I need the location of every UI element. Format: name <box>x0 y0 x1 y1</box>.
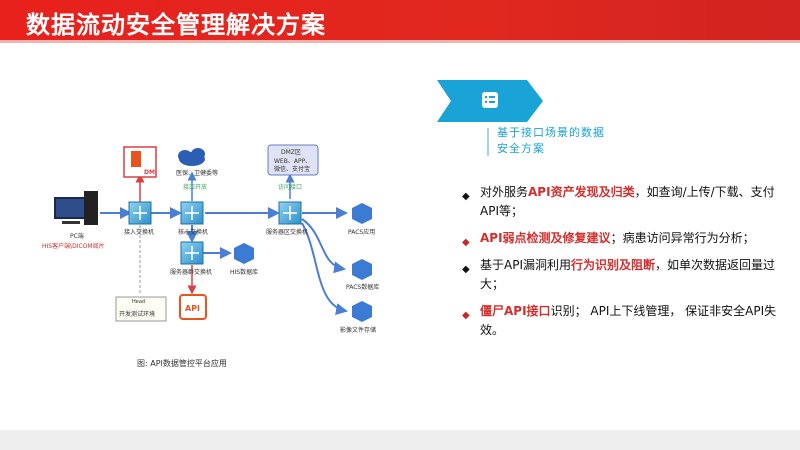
cloud-icon <box>178 148 205 166</box>
dmz-line1: WEB、APP、 <box>274 158 312 165</box>
cloud-label: 医保、卫健委等 <box>176 170 219 177</box>
bullet-highlight: API资产发现及归类 <box>528 185 635 199</box>
bullet-text: 对外服务 <box>480 185 529 199</box>
diamond-bullet-icon: ◆ <box>462 264 470 275</box>
api-gateway-icon <box>179 294 207 320</box>
pacs-app-label: PACS应用 <box>348 229 376 236</box>
server-switch-label: 服务器区交换机 <box>266 229 309 236</box>
tag-core: 接口开放 <box>183 184 208 191</box>
pc-icon <box>54 191 98 225</box>
diamond-bullet-icon: ◆ <box>462 191 470 202</box>
core-switch-icon <box>180 201 204 225</box>
page-title: 数据流动安全管理解决方案 <box>26 11 326 39</box>
diamond-bullet-icon: ◆ <box>462 310 470 321</box>
database-icon <box>123 146 157 178</box>
diamond-bullet-icon: ◆ <box>462 237 470 248</box>
dev-env-box <box>115 296 167 322</box>
tag-dmz: 访问接口 <box>278 184 303 191</box>
subtitle-bar <box>487 128 489 156</box>
storage-icon <box>352 301 372 322</box>
solution-subtitle: 基于接口场景的数据 安全方案 <box>497 125 605 157</box>
dmz-line2: 微信、支付宝 <box>274 166 311 173</box>
bullet-list: ◆ 对外服务API资产发现及归类，如查询/上传/下载、支付API等； ◆ API… <box>462 183 782 348</box>
access-switch-label: 接入交换机 <box>124 229 155 236</box>
app-switch-label: 服务器群交换机 <box>170 269 213 276</box>
his-db-icon <box>234 243 254 264</box>
network-diagram: PC端 HIS客户端\DICOM阅片 接入交换机 DM 核心交换机 医保、卫健委… <box>40 135 420 345</box>
gateway-label: API <box>185 304 201 313</box>
bullet-item: ◆ 基于API漏洞利用行为识别及阻断，如单次数据返回量过大； <box>462 256 782 294</box>
dmz-title: DMZ区 <box>281 149 301 156</box>
bullet-text: ；病患访问异常行为分析； <box>610 231 755 245</box>
diagram-caption: 图: API数据管控平台应用 <box>137 359 227 368</box>
pacs-db-label: PACS数据库 <box>346 284 380 291</box>
bullet-text: 基于API漏洞利用 <box>480 258 571 272</box>
bullet-highlight: 僵尸API接口 <box>480 304 551 318</box>
bullet-highlight: 行为识别及阻断 <box>571 258 656 272</box>
his-db-label: HIS数据库 <box>230 269 259 276</box>
solution-subtitle-line2: 安全方案 <box>497 142 545 155</box>
bullet-text: ，如查询/上传/下载、支付API等； <box>480 185 775 218</box>
db-label: DM <box>144 169 155 176</box>
bullet-item: ◆ API弱点检测及修复建议；病患访问异常行为分析； <box>462 229 782 248</box>
footer-bar <box>0 430 800 450</box>
server-switch-icon <box>278 201 302 225</box>
dev-env-label: 开发测试环境 <box>119 311 156 318</box>
app-switch-icon <box>180 241 204 265</box>
dev-head-label: Head <box>132 299 146 305</box>
image-store-label: 影像文件存储 <box>340 327 377 334</box>
title-bar: 数据流动安全管理解决方案 <box>0 0 800 43</box>
bullet-text: ，如单次数据返回量过大； <box>480 258 776 291</box>
diagram-lines <box>54 144 372 322</box>
dmz-box <box>267 144 319 176</box>
bullet-item: ◆ 对外服务API资产发现及归类，如查询/上传/下载、支付API等； <box>462 183 782 221</box>
his-client-label: HIS客户端\DICOM阅片 <box>42 243 105 250</box>
solution-subtitle-line1: 基于接口场景的数据 <box>497 126 605 139</box>
bullet-text: 识别； API上下线管理， 保证非安全API失效。 <box>480 304 777 337</box>
pacs-app-icon <box>352 203 372 224</box>
core-switch-label: 核心交换机 <box>178 229 209 236</box>
bullet-item: ◆ 僵尸API接口识别； API上下线管理， 保证非安全API失效。 <box>462 302 782 340</box>
bullet-highlight: API弱点检测及修复建议 <box>480 231 611 245</box>
pc-label: PC端 <box>70 233 84 240</box>
list-icon <box>482 92 498 108</box>
access-switch-icon <box>128 201 152 225</box>
pacs-db-icon <box>352 259 372 280</box>
